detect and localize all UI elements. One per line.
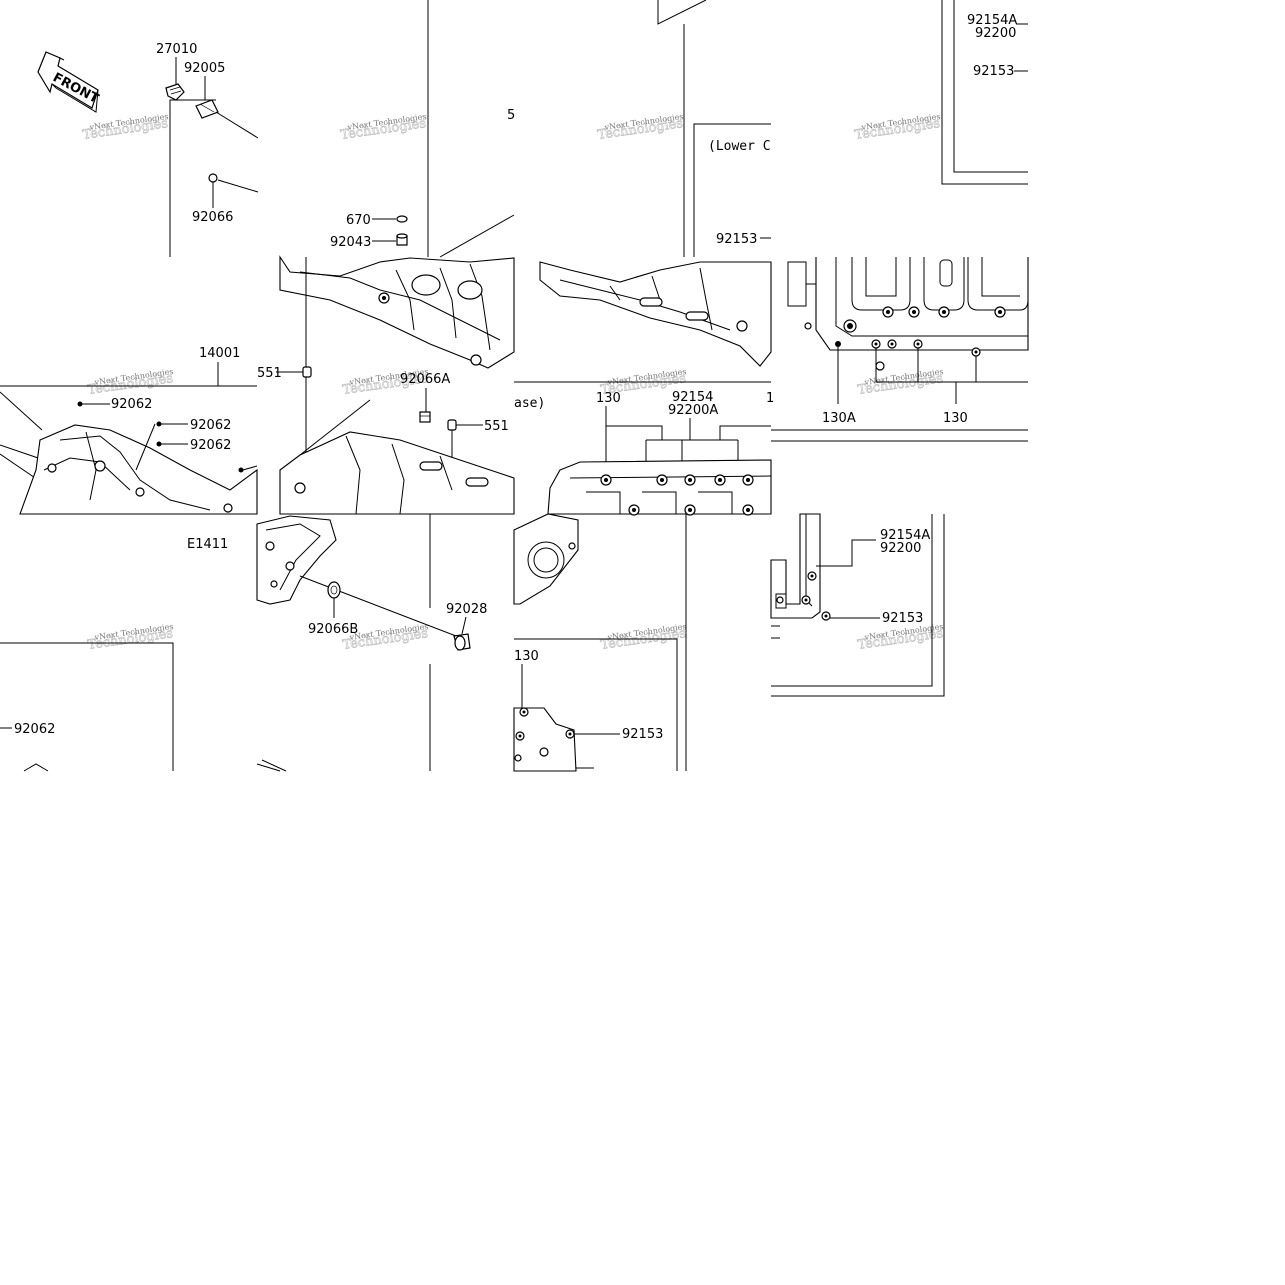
part-number: 14001 <box>199 346 240 361</box>
part-number: 92062 <box>190 438 231 453</box>
part-number: 551 <box>257 366 282 381</box>
part-number: 92200 <box>880 541 921 556</box>
part-number: 92153 <box>973 64 1014 79</box>
part-number: 130A <box>822 411 856 426</box>
part-number: 5 <box>507 108 515 123</box>
part-number: 92066 <box>192 210 233 225</box>
part-number: 130 <box>596 391 621 406</box>
tile-mid-mid-right: ase) 130 92154 92200A 1 <box>514 261 774 516</box>
diagram-code: E1411 <box>187 537 228 552</box>
part-number: 92066A <box>400 372 450 387</box>
part-number: 92043 <box>330 235 371 250</box>
front-arrow-icon: FRONT <box>37 51 101 113</box>
part-number: 92066B <box>308 622 358 637</box>
part-number: 92154 <box>672 390 713 405</box>
part-number: 670 <box>346 213 371 228</box>
tile-bottom-left: E1411 92062 <box>0 537 228 772</box>
part-number: 92062 <box>14 722 55 737</box>
tile-mid-right: 130A 130 <box>771 257 1029 442</box>
tile-top-left: 27010 92005 92066 <box>156 42 259 257</box>
part-number: 92005 <box>184 61 225 76</box>
plug-part <box>195 99 259 139</box>
tile-top-right: 92154A 92200 92153 <box>941 0 1028 185</box>
part-number: 27010 <box>156 42 197 57</box>
part-number: 92200A <box>668 403 718 418</box>
part-number: 551 <box>484 419 509 434</box>
part-number: 92154A <box>967 13 1017 28</box>
tile-mid-left: 14001 92062 92062 92062 <box>0 346 258 515</box>
part-number: 92062 <box>111 397 152 412</box>
part-number: 130 <box>943 411 968 426</box>
bolt-row <box>600 474 754 516</box>
section-label: (Lower C <box>708 139 771 154</box>
part-number: 92200 <box>975 26 1016 41</box>
part-number: 92153 <box>716 232 757 247</box>
part-number: 92153 <box>622 727 663 742</box>
tile-mid-mid-left: 551 92066A 551 <box>257 255 515 515</box>
sensor-part <box>165 83 185 101</box>
tile-top-mid-left: 5 670 92043 <box>330 0 515 258</box>
part-number: 92154A <box>880 528 930 543</box>
part-number: 92028 <box>446 602 487 617</box>
tile-bottom-right: 92154A 92200 92153 <box>770 513 945 697</box>
part-number: 92062 <box>190 418 231 433</box>
section-label: ase) <box>514 396 545 411</box>
part-number: 1 <box>766 391 774 406</box>
chamber-outlines <box>851 257 1029 311</box>
tile-bottom-mid-right: 130 92153 <box>513 513 687 772</box>
tile-bottom-mid-left: 92066B 92028 <box>256 514 487 772</box>
part-number: 92153 <box>882 611 923 626</box>
tile-top-mid-right: (Lower C 92153 <box>657 0 771 257</box>
part-number: 130 <box>514 649 539 664</box>
